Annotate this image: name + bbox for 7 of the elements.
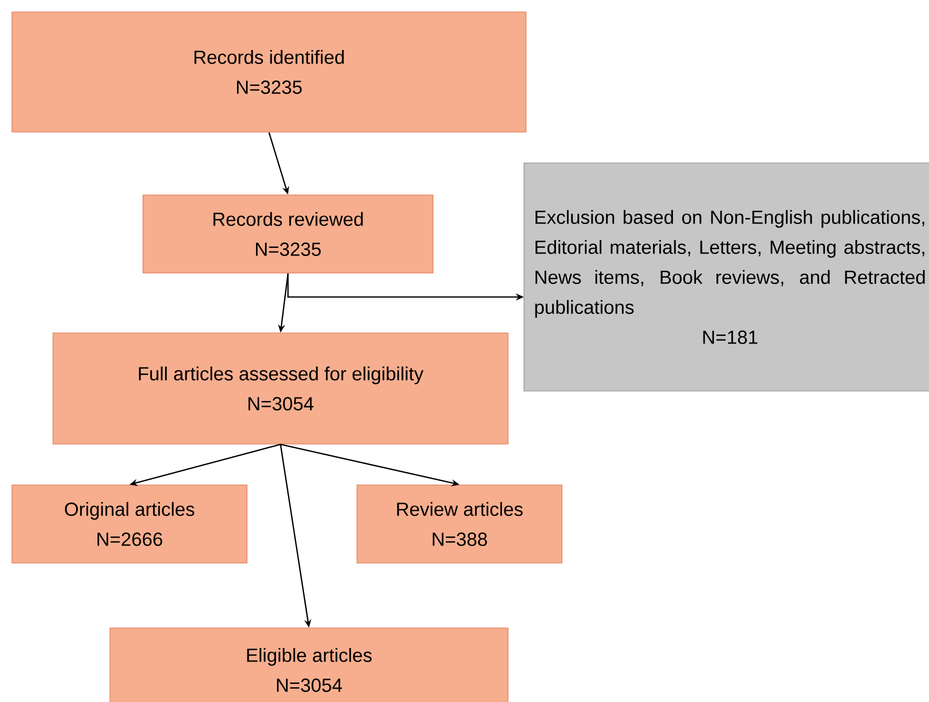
- process-box: Review articles N=388: [356, 484, 562, 564]
- exclusion-box: Exclusion based on Non-English publications, Editorial materials, Letters, Meeting abstracts, News items, Book reviews, and Retracted publications N=181: [524, 162, 929, 392]
- process-box: Eligible articles N=3054: [110, 628, 508, 702]
- process-box: Records identified N=3235: [12, 12, 526, 132]
- process-box: Original articles N=2666: [12, 484, 248, 564]
- process-box: Records reviewed N=3235: [142, 194, 434, 274]
- process-box: Full articles assessed for eligibility N=3054: [52, 332, 508, 444]
